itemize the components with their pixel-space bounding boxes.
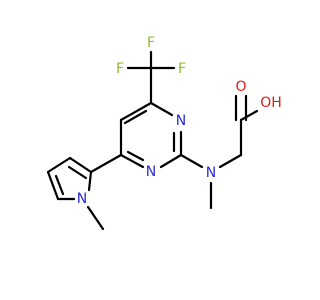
bond-pyrrole-n-methyl xyxy=(86,205,105,231)
bond-ring-c4-c5-inner xyxy=(123,109,148,125)
bond-ring-c6-n1-inner xyxy=(126,150,145,162)
bonds xyxy=(46,50,259,231)
atom-oh: OH xyxy=(260,95,282,111)
bond-ring-c4-c5 xyxy=(119,101,153,122)
bond-ring-pyrrole xyxy=(89,153,123,174)
atom-n-ring-bottom: N xyxy=(146,164,156,180)
atom-n-ring-top: N xyxy=(176,113,186,129)
atom-o-carbonyl: O xyxy=(235,79,246,95)
atom-f-right: F xyxy=(178,61,186,77)
bond-ring-c6-n1 xyxy=(119,153,145,169)
bond-pyrrole-c4-c5-inner xyxy=(54,174,65,196)
bond-ring-n3-c4 xyxy=(149,101,174,117)
bond-pyrrole-c2-c3-inner xyxy=(67,165,88,180)
bond-pyrrole-c2-c3 xyxy=(68,156,93,174)
structure-svg: F F F N N N N OH O xyxy=(46,35,282,231)
bond-c-oh xyxy=(239,109,259,122)
atom-labels: F F F N N N N OH O xyxy=(77,35,282,207)
bond-amine-ch2 xyxy=(218,153,243,169)
bond-pyrrole-c3-c4 xyxy=(46,156,72,174)
atom-n-pyrrole: N xyxy=(77,191,87,207)
bond-ring-amine xyxy=(179,153,204,169)
atom-f-top: F xyxy=(147,35,155,51)
atom-f-left: F xyxy=(116,61,124,77)
bond-pyrrole-n-c2 xyxy=(87,170,93,192)
bond-pyrrole-c4-c5 xyxy=(46,170,60,201)
bond-ring-n1-c2 xyxy=(159,153,183,169)
atom-n-amine: N xyxy=(206,165,216,181)
molecule-diagram: F F F N N N N OH O xyxy=(46,35,282,231)
